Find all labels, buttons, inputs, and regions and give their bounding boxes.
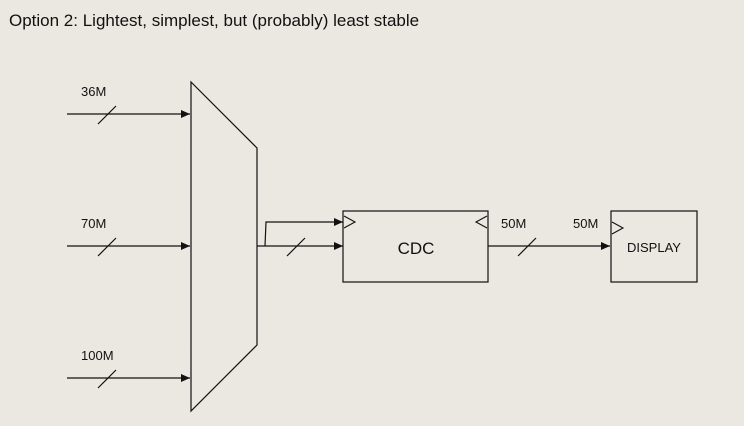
diagram-title: Option 2: Lightest, simplest, but (proba… — [9, 11, 419, 30]
bus-slash-cdc-out — [517, 237, 537, 257]
bus-slash-70m — [97, 237, 117, 257]
mux-clock-arrow — [264, 218, 343, 247]
cdc-block — [342, 210, 489, 283]
display-label: DISPLAY — [627, 240, 681, 255]
input-label-36m: 36M — [81, 84, 106, 99]
cdc-label: CDC — [398, 239, 435, 258]
bus-slash-36m — [97, 105, 117, 125]
display-block — [610, 210, 698, 283]
cdc-output-clock-label: 50M — [501, 216, 526, 231]
cdc-clock-in-triangle-icon — [343, 215, 357, 229]
display-input-clock-label: 50M — [573, 216, 598, 231]
display-clock-in-triangle-icon — [611, 221, 625, 235]
input-label-100m: 100M — [81, 348, 114, 363]
input-label-70m: 70M — [81, 216, 106, 231]
cdc-clock-out-triangle-icon — [474, 215, 488, 229]
bus-slash-mux-out — [286, 237, 306, 257]
clock-mux — [190, 80, 258, 413]
bus-slash-100m — [97, 369, 117, 389]
